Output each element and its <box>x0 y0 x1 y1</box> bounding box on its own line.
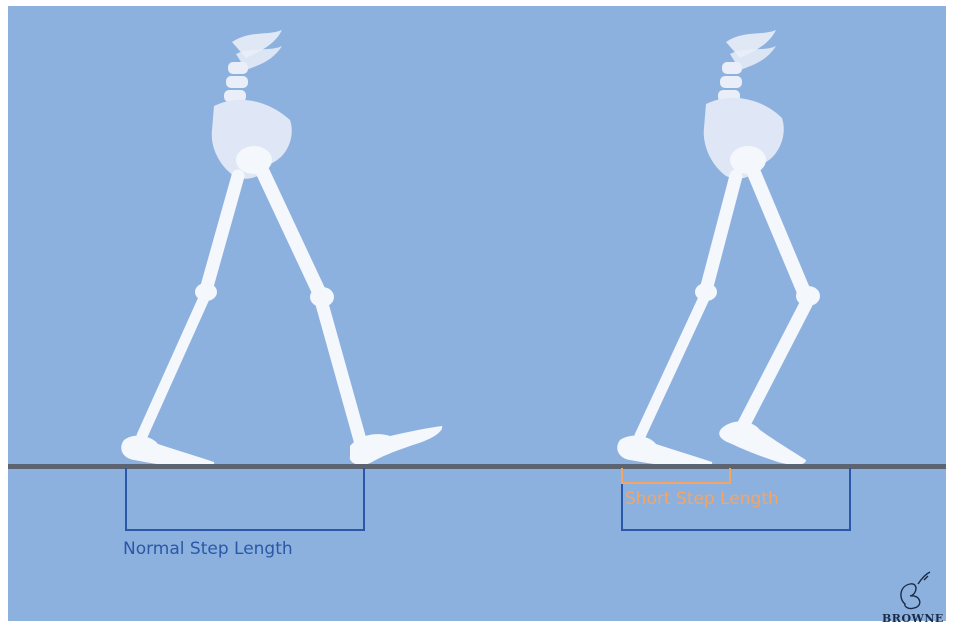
short-step-length-label: Short Step Length <box>625 489 779 509</box>
normal-step-length-label: Normal Step Length <box>123 539 293 559</box>
signature-name: BROWNE <box>882 612 944 625</box>
ground-line <box>8 464 946 469</box>
